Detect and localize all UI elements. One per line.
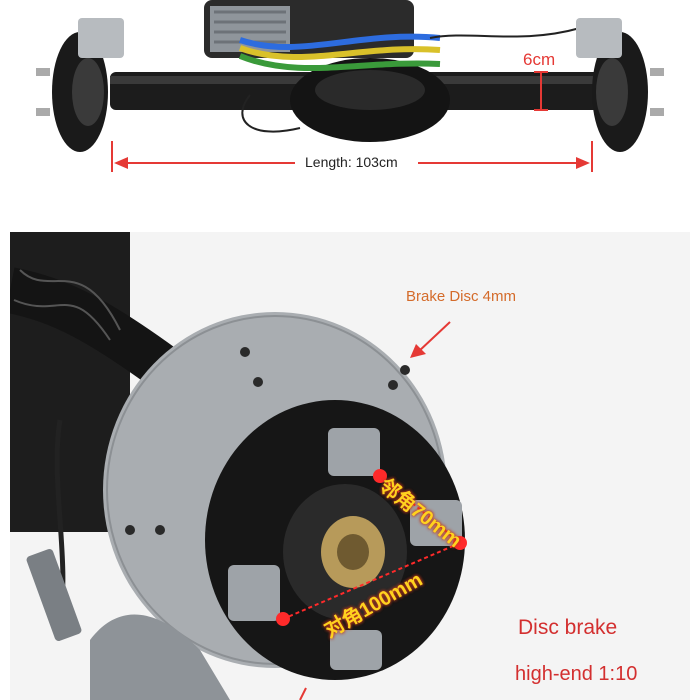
- left-brake-caliper: [78, 18, 124, 58]
- diameter-label: 6cm: [523, 50, 556, 69]
- wheel-stud: [330, 630, 382, 670]
- disc-pointer-arrow: [417, 321, 451, 353]
- brake-caliper: [90, 614, 230, 700]
- brake-closeup-photo: [10, 232, 690, 700]
- left-arrowhead: [114, 157, 128, 169]
- wheel-stud: [328, 428, 380, 476]
- caption-line2: high-end 1:10: [515, 663, 638, 685]
- brake-disc-label: Brake Disc 4mm: [406, 288, 517, 305]
- axle-shaft: [10, 267, 194, 399]
- right-brake-caliper: [576, 18, 622, 58]
- caption-line1: Disc brake: [518, 616, 618, 639]
- axle-illustration: [36, 0, 664, 172]
- right-arrowhead: [576, 157, 590, 169]
- wheel-stud: [228, 565, 280, 621]
- brake-illustration: [10, 232, 467, 700]
- axle-photo: Length: 103cm 6cm: [0, 0, 700, 222]
- length-label: Length: 103cm: [305, 154, 398, 170]
